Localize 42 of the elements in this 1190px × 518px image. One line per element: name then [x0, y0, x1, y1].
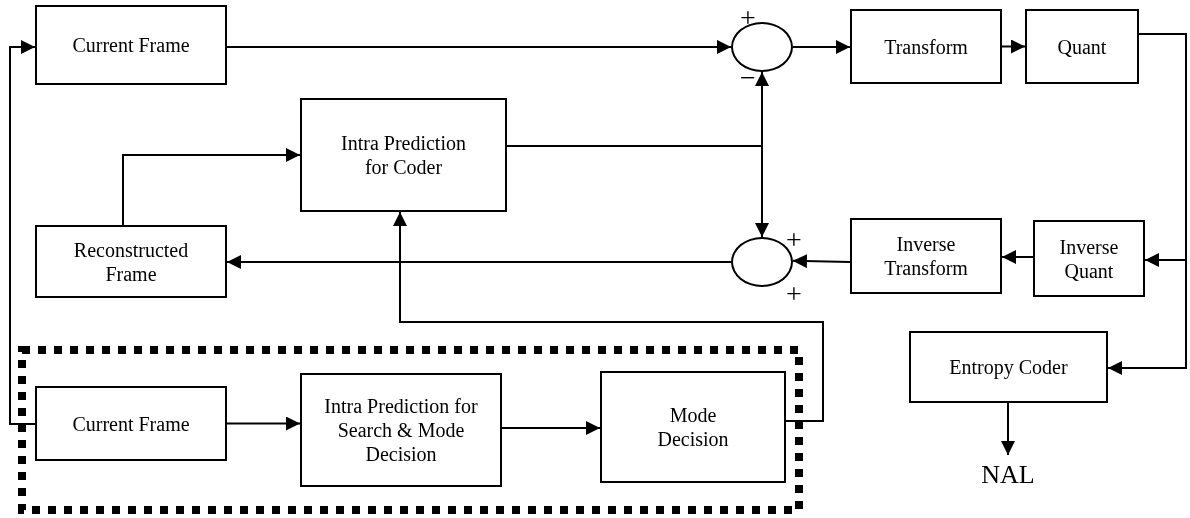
box-label: Transform — [884, 34, 968, 59]
sign-label: − — [740, 64, 756, 92]
process-box — [300, 98, 507, 212]
box-label: Inverse Transform — [883, 232, 969, 280]
box-label: Current Frame — [72, 411, 190, 436]
sign-label: + — [740, 4, 756, 32]
arrow — [501, 421, 601, 435]
process-box — [909, 331, 1108, 403]
process-box — [35, 5, 227, 85]
arrow — [791, 254, 851, 269]
dotted-group-frame — [18, 346, 803, 514]
sign-label: + — [786, 226, 802, 254]
arrow — [1001, 250, 1034, 264]
output-label: NAL — [968, 455, 1048, 495]
box-label: Quant — [1057, 34, 1107, 59]
process-box — [35, 386, 227, 461]
arrow — [1107, 33, 1187, 375]
arrow — [9, 40, 36, 425]
sign-label: + — [786, 280, 802, 308]
process-box — [850, 9, 1002, 84]
box-label: Current Frame — [72, 33, 190, 57]
arrow — [122, 148, 301, 226]
arrow — [1001, 39, 1026, 54]
box-label: Mode Decision — [656, 403, 730, 451]
process-box — [600, 371, 786, 483]
arrow — [1001, 402, 1015, 456]
arrow — [792, 40, 851, 54]
process-box — [1033, 220, 1145, 297]
box-label: Inverse Quant — [1058, 234, 1120, 283]
arrow — [226, 416, 301, 431]
arrow — [393, 211, 824, 422]
box-label: Entropy Coder — [949, 355, 1068, 379]
box-label: Reconstructed Frame — [72, 237, 190, 286]
box-label: Intra Prediction for Search & Mode Decision — [324, 394, 478, 466]
process-box — [300, 373, 502, 487]
process-box — [850, 218, 1002, 294]
box-label: Intra Prediction for Coder — [340, 131, 467, 179]
arrow — [226, 39, 732, 54]
process-box — [35, 225, 227, 298]
process-box — [1025, 9, 1139, 84]
arrow — [506, 145, 769, 238]
arrow — [226, 255, 732, 269]
